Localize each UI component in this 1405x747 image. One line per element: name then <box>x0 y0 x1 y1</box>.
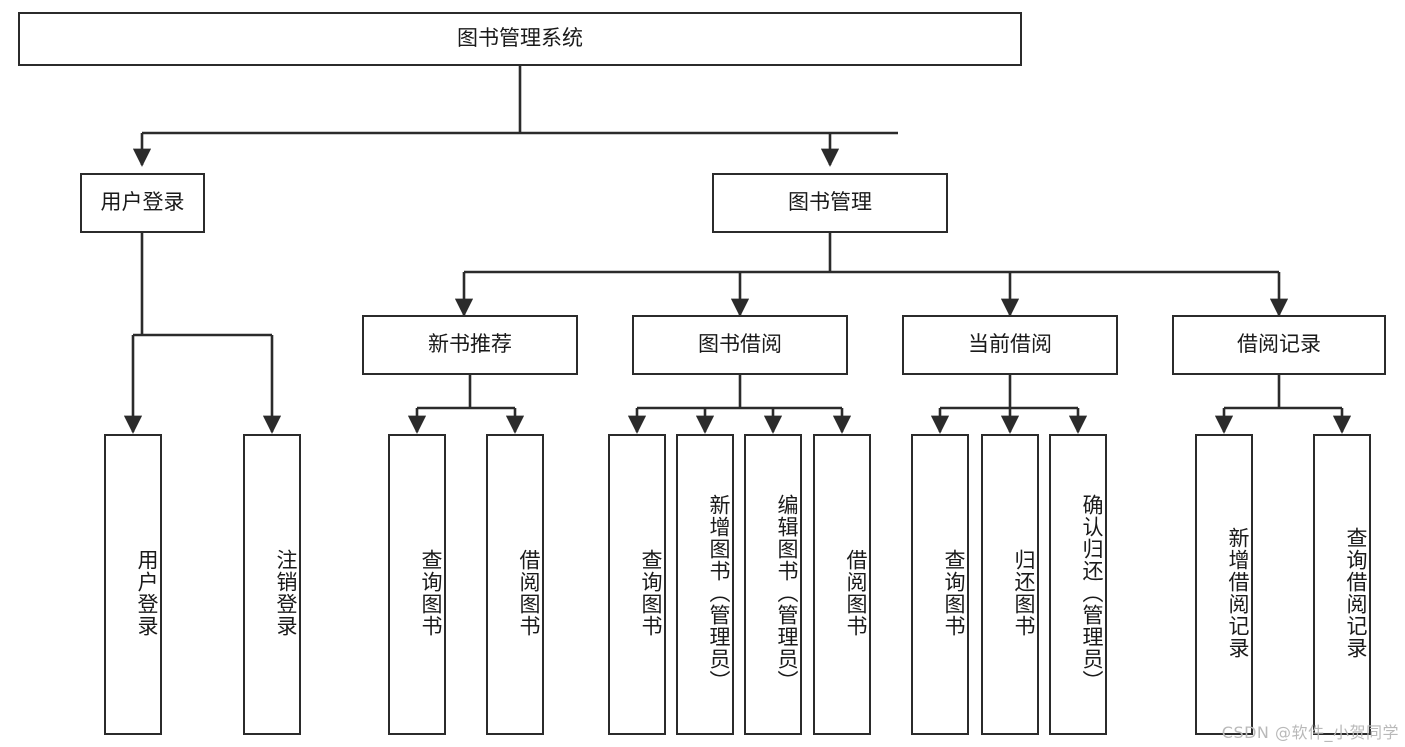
node-label: 图书管理 <box>788 190 872 215</box>
leaf-new-book-borrow-book[interactable]: 借阅图书 <box>486 434 544 735</box>
leaf-borrow-record-add-record[interactable]: 新增借阅记录 <box>1195 434 1253 735</box>
node-borrow-record[interactable]: 借阅记录 <box>1172 315 1386 375</box>
node-label: 用户登录 <box>100 190 185 215</box>
leaf-borrow-record-query-record[interactable]: 查询借阅记录 <box>1313 434 1371 735</box>
node-label: 查询图书 <box>419 548 443 637</box>
node-label: 查询图书 <box>942 548 966 637</box>
node-label: 确认归还（管理员） <box>1080 493 1104 692</box>
node-label: 新书推荐 <box>428 332 512 357</box>
node-label: 编辑图书（管理员） <box>775 493 799 692</box>
node-label: 注销登录 <box>274 548 298 637</box>
leaf-user-login-signin[interactable]: 用户登录 <box>104 434 162 735</box>
node-label: 图书管理系统 <box>457 26 583 51</box>
node-label: 新增借阅记录 <box>1226 526 1250 659</box>
leaf-book-borrow-query-book[interactable]: 查询图书 <box>608 434 666 735</box>
leaf-book-borrow-borrow-book[interactable]: 借阅图书 <box>813 434 871 735</box>
node-label: 查询图书 <box>639 548 663 637</box>
leaf-user-login-signout[interactable]: 注销登录 <box>243 434 301 735</box>
node-current-borrow[interactable]: 当前借阅 <box>902 315 1118 375</box>
node-label: 用户登录 <box>135 548 159 637</box>
leaf-current-borrow-confirm-return-admin[interactable]: 确认归还（管理员） <box>1049 434 1107 735</box>
node-label: 查询借阅记录 <box>1344 526 1368 659</box>
node-user-login[interactable]: 用户登录 <box>80 173 205 233</box>
leaf-current-borrow-query-book[interactable]: 查询图书 <box>911 434 969 735</box>
leaf-current-borrow-return-book[interactable]: 归还图书 <box>981 434 1039 735</box>
leaf-new-book-query-book[interactable]: 查询图书 <box>388 434 446 735</box>
node-book-management[interactable]: 图书管理 <box>712 173 948 233</box>
leaf-book-borrow-add-book-admin[interactable]: 新增图书（管理员） <box>676 434 734 735</box>
node-label: 新增图书（管理员） <box>707 493 731 692</box>
node-label: 归还图书 <box>1012 548 1036 637</box>
node-label: 借阅图书 <box>844 548 868 637</box>
node-label: 图书借阅 <box>698 332 782 357</box>
watermark-csdn: CSDN @软件_小贺同学 <box>1221 723 1399 742</box>
node-label: 借阅记录 <box>1237 332 1321 357</box>
node-label: 当前借阅 <box>968 332 1052 357</box>
node-book-borrow[interactable]: 图书借阅 <box>632 315 848 375</box>
node-new-book-recommend[interactable]: 新书推荐 <box>362 315 578 375</box>
leaf-book-borrow-edit-book-admin[interactable]: 编辑图书（管理员） <box>744 434 802 735</box>
node-label: 借阅图书 <box>517 548 541 637</box>
node-root-book-management-system[interactable]: 图书管理系统 <box>18 12 1022 66</box>
